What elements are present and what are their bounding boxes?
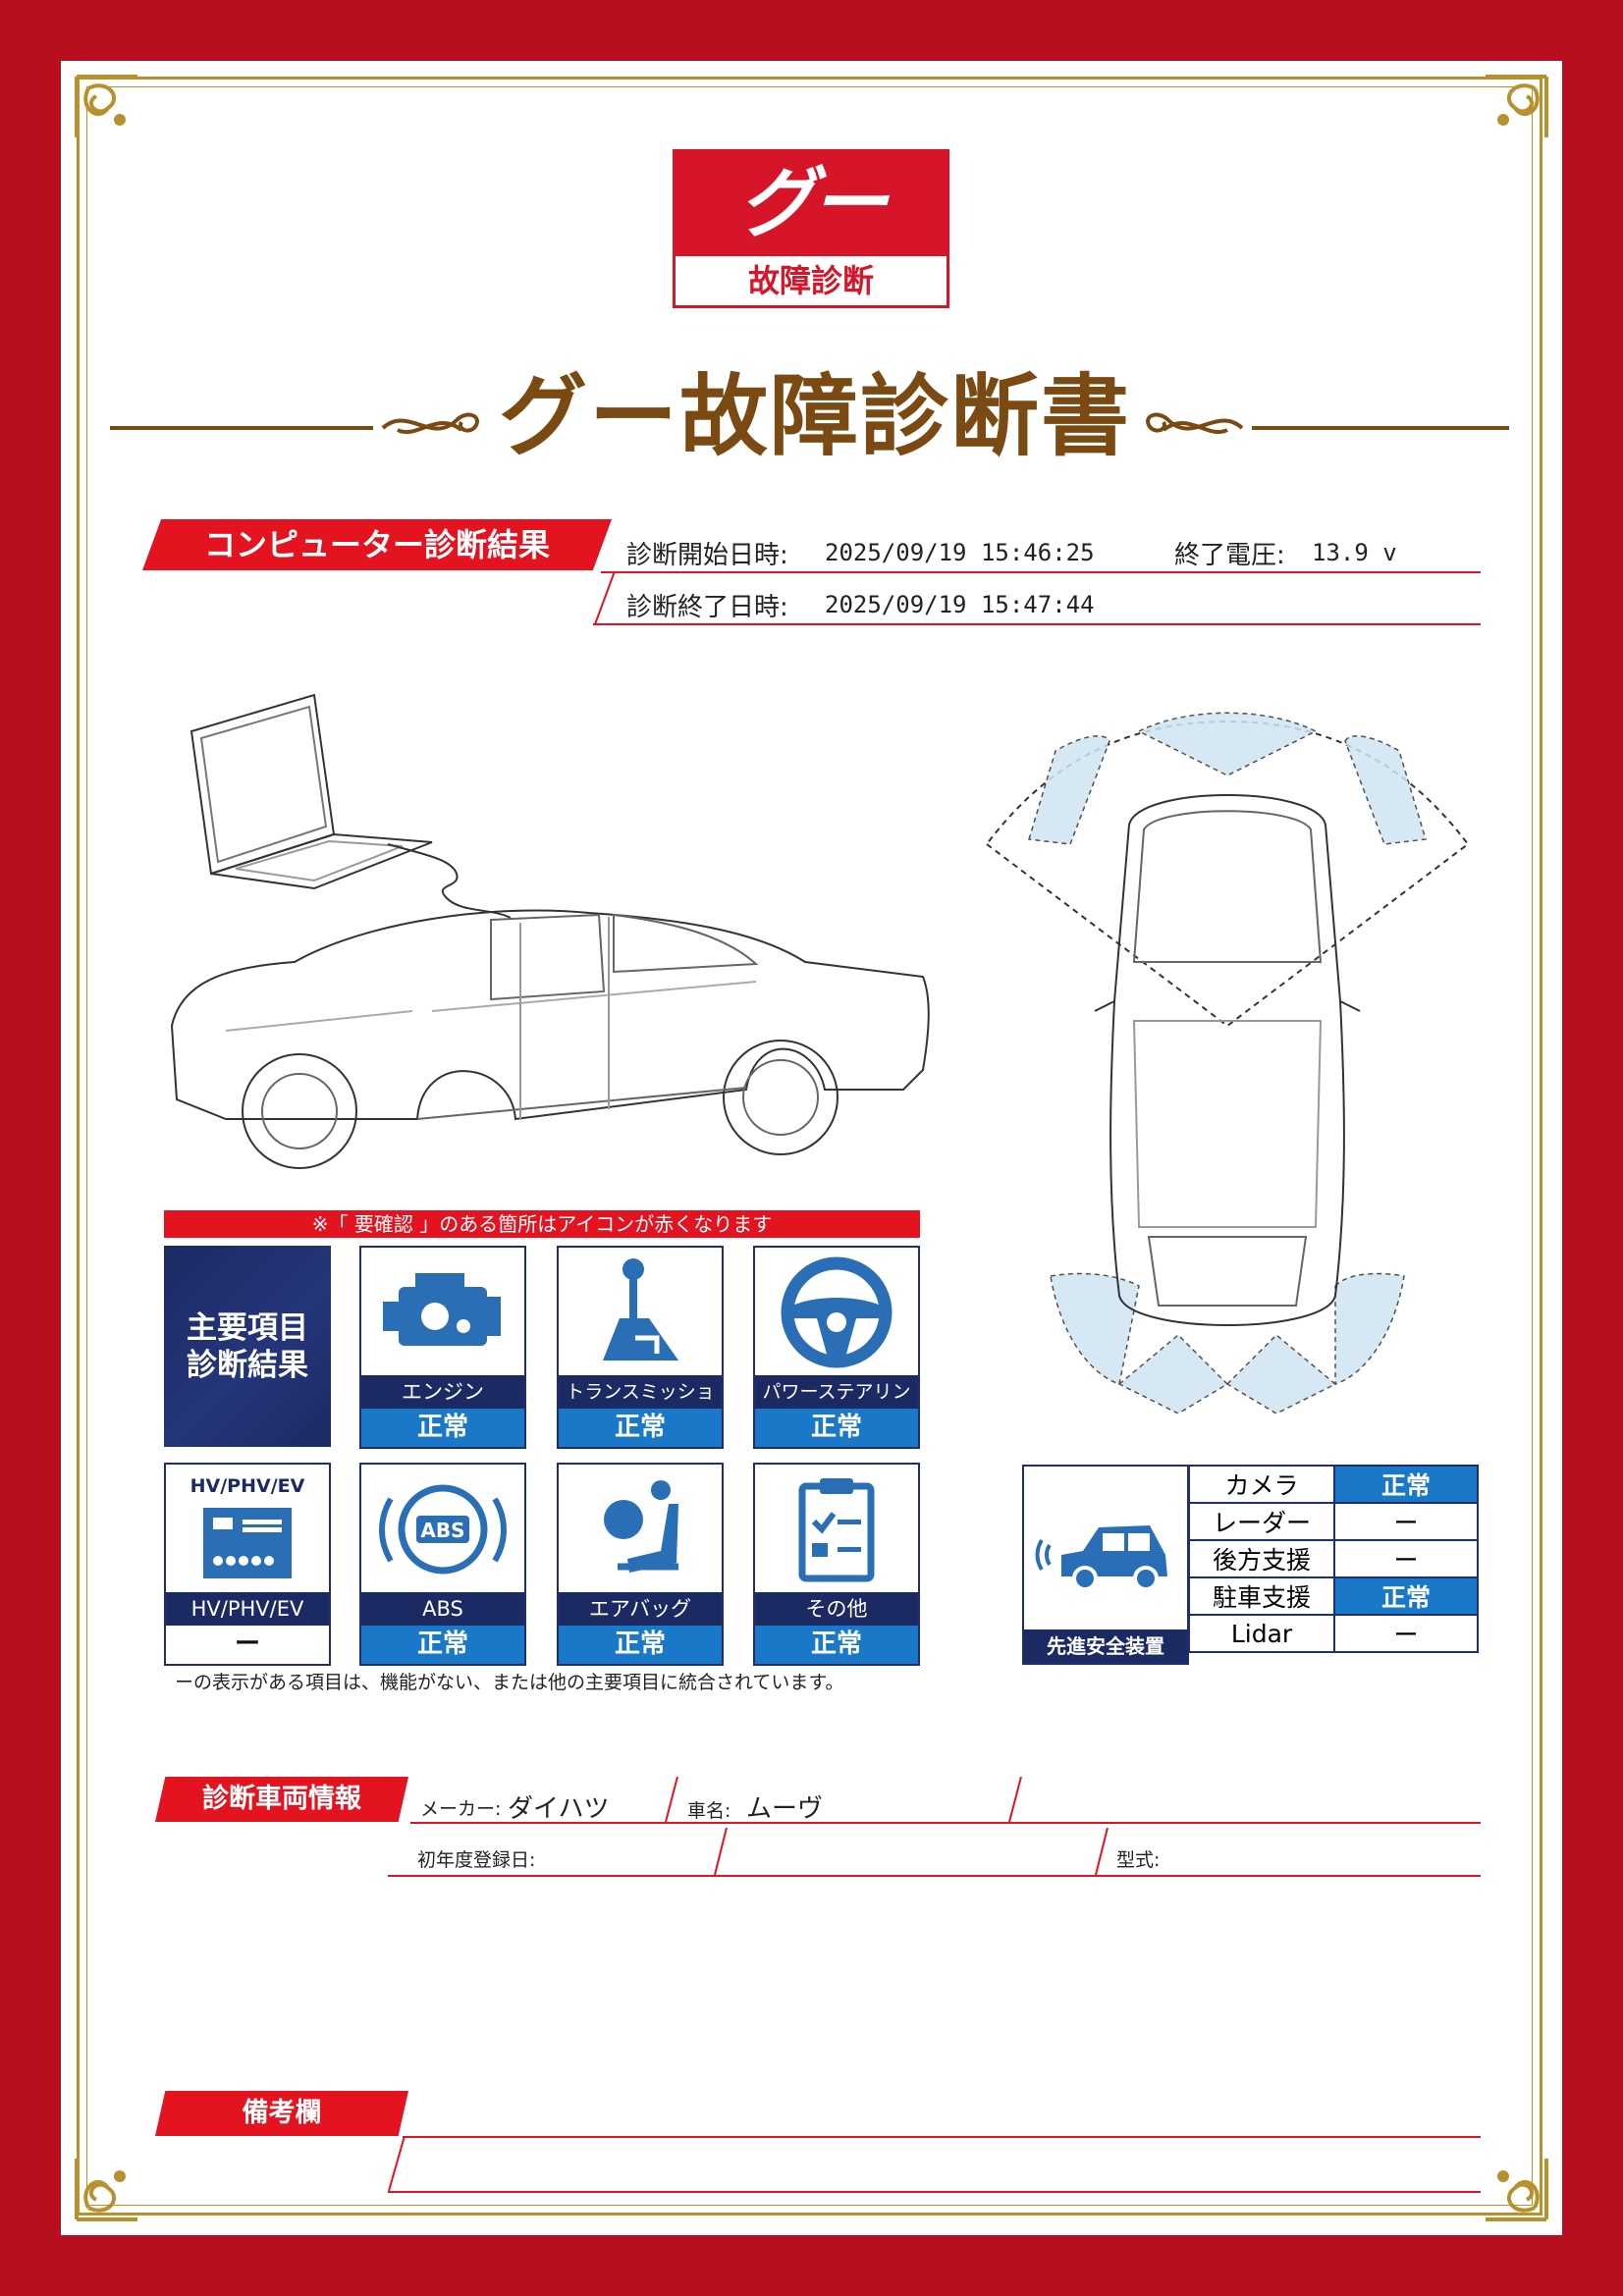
item-status: 正常: [361, 1626, 524, 1664]
gold-frame-inner: [86, 86, 1533, 2206]
item-hv-phv-ev: HV/PHV/EV HV/PHV/EV ー: [164, 1463, 331, 1666]
adas-row-name: 駐車支援: [1188, 1576, 1335, 1616]
adas-row-name: Lidar: [1188, 1614, 1335, 1653]
corner-ornament-icon: [75, 75, 137, 137]
car-top-view-illustration: [985, 712, 1470, 1414]
maker-label: メーカー:: [420, 1798, 502, 1820]
rule: [593, 623, 1481, 625]
rule-slash: [714, 1828, 728, 1876]
rule: [601, 571, 1481, 573]
adas-label: 先進安全装置: [1024, 1629, 1187, 1663]
item-name: ABS: [361, 1592, 524, 1626]
maker-value: ダイハツ: [508, 1794, 610, 1824]
title-rule-left: [110, 426, 373, 430]
item-name: トランスミッション: [559, 1375, 722, 1436]
adas-panel: 先進安全装置: [1022, 1465, 1189, 1665]
main-items-footnote: ーの表示がある項目は、機能がない、または他の主要項目に統合されています。: [175, 1672, 844, 1693]
rule: [388, 2191, 1481, 2193]
vehicle-info-heading: 診断車両情報: [155, 1777, 408, 1822]
rule-slash: [1008, 1777, 1022, 1823]
main-items-heading: 主要項目 診断結果: [164, 1246, 331, 1447]
adas-row-name: レーダー: [1188, 1502, 1335, 1541]
car-side-illustration: [170, 693, 930, 1169]
item-status: 正常: [361, 1409, 524, 1447]
flourish-left-icon: [381, 412, 479, 434]
notice-bar: ※「 要確認 」のある箇所はアイコンが赤くなります: [164, 1210, 920, 1238]
rule-slash: [665, 1777, 678, 1823]
abs-icon: ABS: [379, 1484, 507, 1575]
end-label: 診断終了日時:: [626, 593, 788, 622]
start-value: 2025/09/19 15:46:25: [825, 539, 1095, 566]
table-row: 駐車支援正常: [1188, 1576, 1479, 1616]
item-status: 正常: [559, 1409, 722, 1447]
item-abs: ABS ABS 正常: [359, 1463, 526, 1666]
adas-row-status: ー: [1333, 1539, 1479, 1578]
item-name: エアバッグ: [559, 1592, 722, 1626]
car-sensor-icon: [1035, 1525, 1167, 1591]
table-row: 後方支援ー: [1188, 1539, 1479, 1578]
start-label: 診断開始日時:: [626, 541, 788, 570]
flourish-right-icon: [1146, 412, 1244, 434]
rule-slash: [1095, 1828, 1109, 1876]
title-rule-right: [1252, 426, 1509, 430]
clipboard-icon: [798, 1478, 875, 1582]
item-other: その他 正常: [753, 1463, 920, 1666]
adas-row-status: 正常: [1333, 1465, 1479, 1504]
gold-frame-outer: [77, 77, 1542, 2216]
rule-slash: [594, 571, 616, 624]
rule-slash: [388, 2136, 406, 2192]
item-name: HV/PHV/EV: [166, 1592, 329, 1626]
airbag-icon: [604, 1480, 678, 1573]
end-value: 2025/09/19 15:47:44: [825, 591, 1095, 618]
item-status: 正常: [559, 1626, 722, 1664]
model-label: 車名:: [687, 1800, 731, 1822]
voltage-label: 終了電圧:: [1174, 541, 1285, 570]
item-name: エンジン: [361, 1375, 524, 1409]
adas-row-status: ー: [1333, 1614, 1479, 1653]
type-label: 型式:: [1116, 1849, 1161, 1871]
computer-result-heading: コンピューター診断結果: [142, 519, 612, 570]
item-status: 正常: [755, 1409, 918, 1447]
reg-label: 初年度登録日:: [417, 1849, 536, 1871]
rule: [410, 1822, 1481, 1824]
adas-row-name: カメラ: [1188, 1465, 1335, 1504]
paper: [61, 61, 1562, 2235]
item-airbag: エアバッグ 正常: [557, 1463, 724, 1666]
corner-ornament-icon: [1486, 2159, 1548, 2221]
remarks-heading: 備考欄: [155, 2091, 408, 2136]
adas-row-name: 後方支援: [1188, 1539, 1335, 1578]
item-engine: エンジン 正常: [359, 1246, 526, 1449]
item-name: パワーステアリング: [755, 1375, 918, 1436]
table-row: レーダーー: [1188, 1502, 1479, 1541]
voltage-value: 13.9 v: [1312, 539, 1397, 566]
adas-row-status: 正常: [1333, 1576, 1479, 1616]
table-row: カメラ正常: [1188, 1465, 1479, 1504]
rule: [403, 2136, 1481, 2138]
adas-row-status: ー: [1333, 1502, 1479, 1541]
item-transmission: トランスミッション 正常: [557, 1246, 724, 1449]
item-status: ー: [166, 1626, 329, 1664]
model-value: ムーヴ: [746, 1794, 824, 1824]
engine-icon: [383, 1273, 501, 1346]
logo-brand: グー: [676, 152, 947, 256]
page-title: グー故障診断書: [499, 365, 1131, 468]
abs-icon-text: ABS: [420, 1519, 464, 1542]
steering-wheel-icon: [781, 1256, 893, 1368]
rule: [388, 1875, 1481, 1877]
item-power-steering: パワーステアリング 正常: [753, 1246, 920, 1449]
logo-subtitle: 故障診断: [747, 262, 874, 299]
battery-icon-text: HV/PHV/EV: [190, 1475, 305, 1497]
item-name: その他: [755, 1592, 918, 1626]
corner-ornament-icon: [75, 2159, 137, 2221]
goo-logo: グー 故障診断: [673, 149, 949, 308]
gear-shift-icon: [603, 1258, 678, 1361]
item-status: 正常: [755, 1626, 918, 1664]
battery-icon: HV/PHV/EV: [190, 1475, 305, 1578]
corner-ornament-icon: [1486, 75, 1548, 137]
